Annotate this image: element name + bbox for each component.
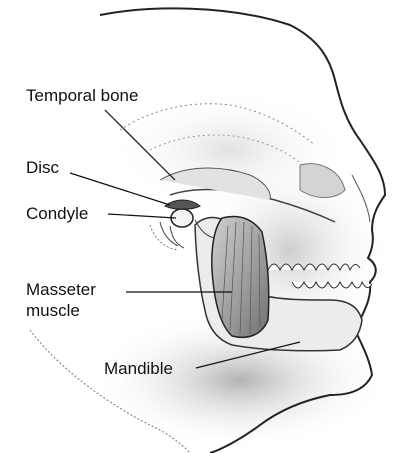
mandible-label: Mandible	[104, 359, 173, 379]
masseter-label-line2: muscle	[26, 301, 80, 321]
temporal-bone-label: Temporal bone	[26, 86, 138, 106]
masseter-label-line1: Masseter	[26, 280, 96, 300]
condyle-leader	[108, 214, 176, 218]
disc-label: Disc	[26, 158, 59, 178]
condyle-label: Condyle	[26, 204, 88, 224]
